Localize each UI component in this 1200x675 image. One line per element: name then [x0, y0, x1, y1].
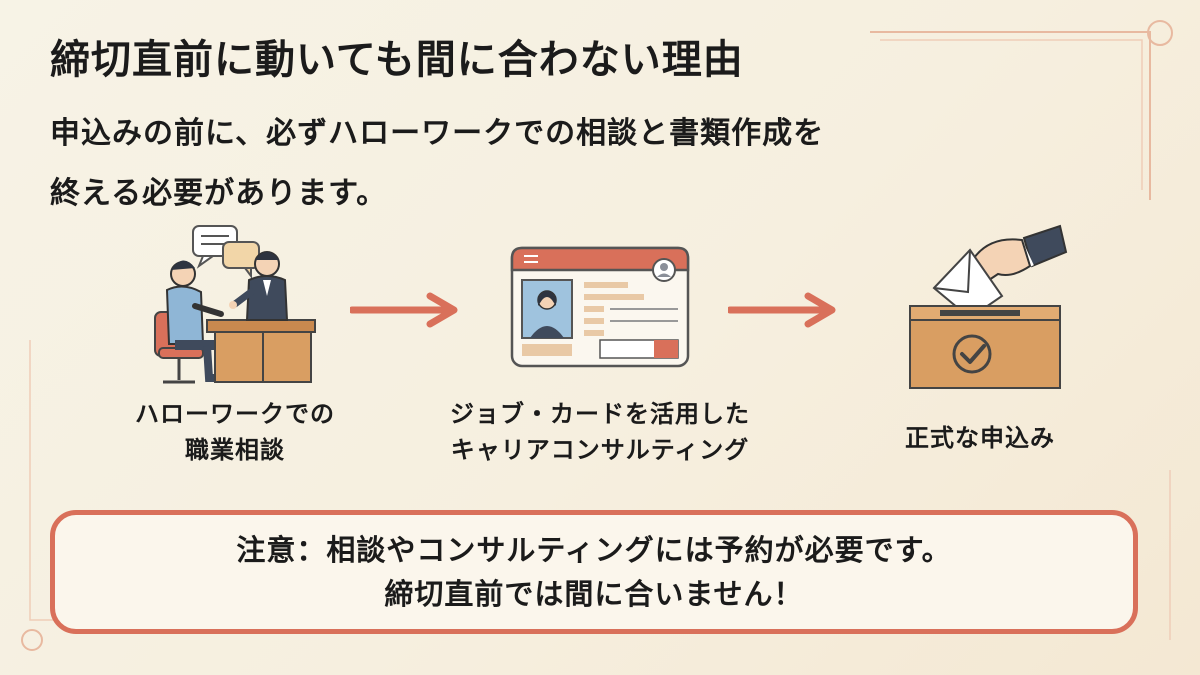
step-1-caption-line-2: 職業相談: [185, 436, 285, 464]
subtitle-line-2: 終える必要があります。: [50, 176, 388, 211]
job-card-icon: [510, 246, 690, 368]
page-title: 締切直前に動いても間に合わない理由: [50, 37, 744, 83]
speech-bubble-icon: [192, 225, 260, 279]
notice-line-2: 締切直前では間に合いません！: [384, 577, 804, 611]
step-3-caption-line-1: 正式な申込み: [905, 424, 1055, 452]
notice-line-1: 注意：相談やコンサルティングには予約が必要です。: [236, 533, 952, 567]
step-3-caption: 正式な申込み: [860, 420, 1100, 456]
ballot-box-icon: [909, 224, 1068, 389]
arrow-right-icon: [350, 292, 458, 328]
step-2-caption-line-1: ジョブ・カードを活用した: [450, 400, 750, 428]
arrow-right-icon: [728, 292, 836, 328]
subtitle: 申込みの前に、必ずハローワークでの相談と書類作成を 終える必要があります。: [50, 104, 824, 224]
step-2-caption: ジョブ・カードを活用した キャリアコンサルティング: [420, 396, 780, 468]
step-2-caption-line-2: キャリアコンサルティング: [450, 436, 750, 464]
consultation-icon: [154, 225, 316, 384]
subtitle-line-1: 申込みの前に、必ずハローワークでの相談と書類作成を: [50, 116, 825, 151]
notice-box: 注意：相談やコンサルティングには予約が必要です。 締切直前では間に合いません！: [50, 510, 1138, 634]
step-1-caption: ハローワークでの 職業相談: [95, 396, 375, 468]
step-1-caption-line-1: ハローワークでの: [135, 400, 335, 428]
